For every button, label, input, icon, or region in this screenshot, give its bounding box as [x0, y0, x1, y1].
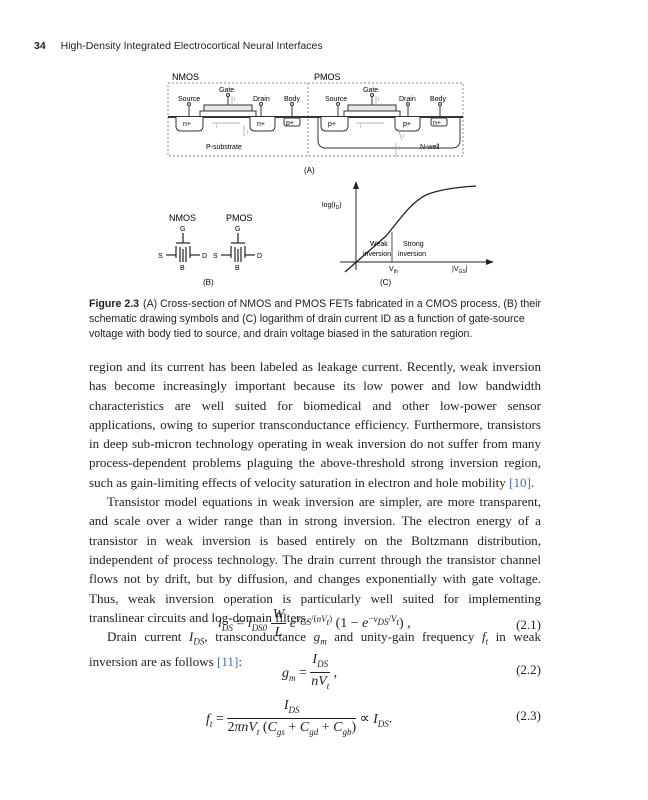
figure-2-3: NMOS PMOS Gate Source Drain Body Gate So… — [158, 72, 494, 287]
current-label-2: I — [216, 124, 217, 130]
pmos-pin-s: S — [213, 253, 218, 260]
nmos-region-drain: n+ — [257, 121, 265, 128]
equation-number-2-1: (2.1) — [516, 617, 541, 632]
equation-number-2-2: (2.2) — [516, 662, 541, 677]
panel-c-label: (C) — [380, 278, 391, 287]
vth-label: Vth — [389, 266, 398, 275]
nwell-label: N-well — [420, 144, 440, 151]
pmos-body-label: Body — [430, 96, 446, 103]
nmos-pin-d: D — [202, 253, 207, 260]
nmos-gate-label: Gate — [219, 87, 234, 94]
substrate-label: P-substrate — [206, 144, 242, 151]
running-title: High-Density Integrated Electrocortical … — [60, 40, 323, 52]
nmos-pin-b: B — [180, 265, 185, 272]
current-label-4: I — [378, 97, 379, 103]
current-label-1: I — [234, 97, 235, 103]
panel-a-cross-section: NMOS PMOS Gate Source Drain Body Gate So… — [167, 72, 464, 175]
pmos-region-body: n+ — [433, 120, 441, 127]
pmos-gate-label: Gate — [363, 87, 378, 94]
weak-inversion-label-1: Weak — [370, 241, 388, 248]
current-label-6: I — [403, 134, 404, 140]
panel-c-plot: log(ID) Weak inversion Strong inversion … — [322, 181, 494, 287]
paragraph-3: Drain current IDS, transconductance gm a… — [89, 629, 542, 670]
pmos-region-drain: p+ — [403, 121, 411, 128]
caption-text: (A) Cross-section of NMOS and PMOS FETs … — [89, 298, 542, 340]
nmos-body-label: Body — [284, 96, 300, 103]
nmos-symbol — [166, 233, 200, 262]
current-label-3: I — [247, 130, 248, 136]
body-text: region and its current has been labeled … — [89, 357, 541, 671]
page-header: 34 High-Density Integrated Electrocortic… — [34, 40, 323, 52]
nmos-pin-g: G — [180, 226, 185, 233]
equation-number-2-3: (2.3) — [516, 708, 541, 723]
panel-a-label: (A) — [304, 166, 315, 175]
panel-b-label: (B) — [203, 278, 214, 287]
weak-inversion-label-2: inversion — [363, 251, 391, 258]
nmos-region-source: n+ — [183, 121, 191, 128]
paragraph-2: Transistor model equations in weak inver… — [89, 494, 541, 625]
panel-a-nmos-title: NMOS — [172, 72, 199, 82]
citation-11[interactable]: [11] — [217, 654, 239, 670]
caption-label: Figure 2.3 — [89, 298, 140, 310]
pmos-source-label: Source — [325, 96, 347, 103]
pmos-pin-d: D — [257, 253, 262, 260]
panel-c-ylabel: log(ID) — [322, 202, 342, 211]
pmos-pin-b: B — [235, 265, 240, 272]
paragraph-1: region and its current has been labeled … — [89, 359, 541, 490]
pmos-drain-label: Drain — [399, 96, 416, 103]
panel-b-nmos-title: NMOS — [169, 213, 196, 223]
panel-a-pmos-title: PMOS — [314, 72, 341, 82]
vgs-axis-label: |VGS| — [452, 266, 468, 275]
nmos-region-body: p+ — [286, 120, 294, 127]
pmos-region-source: p+ — [328, 121, 336, 128]
figure-caption: Figure 2.3(A) Cross-section of NMOS and … — [89, 297, 559, 342]
current-label-5: I — [360, 124, 361, 130]
page-number: 34 — [34, 40, 46, 52]
panel-b-pmos-title: PMOS — [226, 213, 253, 223]
panel-b-symbols: NMOS PMOS G S D B G S — [158, 213, 262, 287]
citation-10[interactable]: [10] — [509, 474, 531, 490]
pmos-symbol — [221, 233, 255, 262]
nmos-source-label: Source — [178, 96, 200, 103]
strong-inversion-label-2: inversion — [398, 251, 426, 258]
nmos-pin-s: S — [158, 253, 163, 260]
current-label-7: I — [399, 146, 400, 152]
pmos-pin-g: G — [235, 226, 240, 233]
nmos-drain-label: Drain — [253, 96, 270, 103]
strong-inversion-label-1: Strong — [403, 241, 424, 248]
